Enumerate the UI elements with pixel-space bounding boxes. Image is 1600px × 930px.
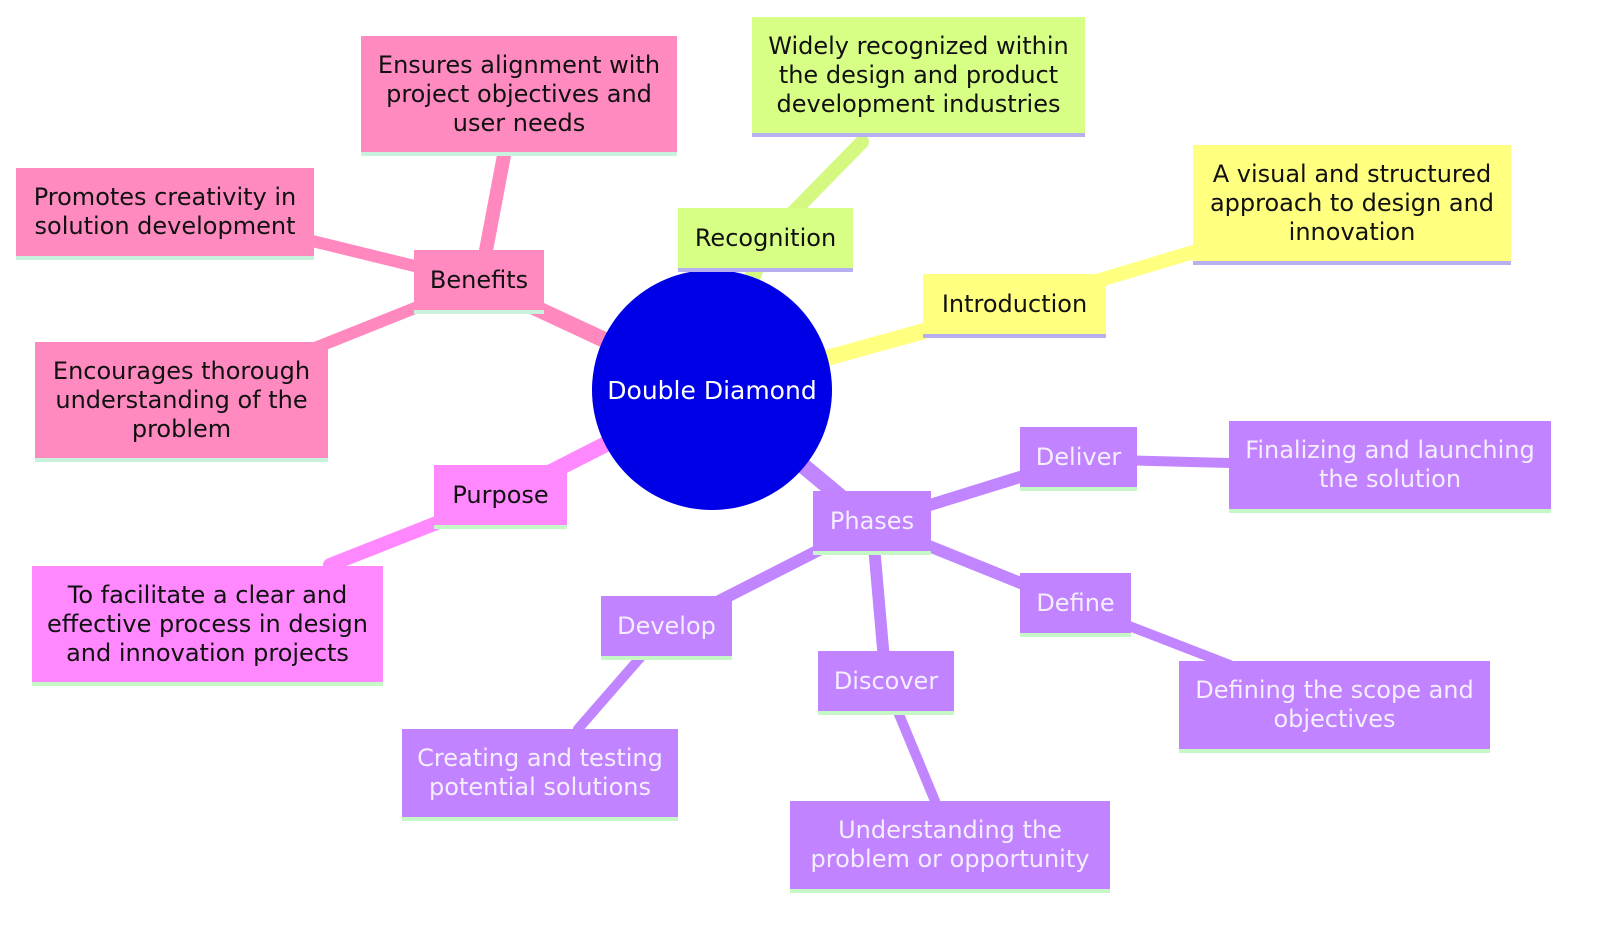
root-node-double-diamond[interactable]: Double Diamond	[592, 270, 832, 510]
phase-detail-discover[interactable]: Understanding the problem or opportunity	[790, 801, 1110, 893]
leaf-node-benefits-understanding[interactable]: Encourages thorough understanding of the…	[35, 342, 328, 462]
phase-node-discover[interactable]: Discover	[818, 651, 954, 715]
leaf-node-benefits-creativity[interactable]: Promotes creativity in solution developm…	[16, 168, 314, 260]
branch-node-introduction[interactable]: Introduction	[923, 274, 1106, 338]
leaf-node-purpose-process[interactable]: To facilitate a clear and effective proc…	[32, 566, 383, 686]
branch-node-recognition[interactable]: Recognition	[678, 208, 853, 272]
phase-node-deliver[interactable]: Deliver	[1020, 427, 1137, 491]
phase-node-define[interactable]: Define	[1020, 573, 1131, 637]
phase-node-develop[interactable]: Develop	[601, 596, 732, 660]
phase-detail-develop[interactable]: Creating and testing potential solutions	[402, 729, 678, 821]
branch-node-phases[interactable]: Phases	[813, 491, 931, 555]
phase-detail-define[interactable]: Defining the scope and objectives	[1179, 661, 1490, 753]
branch-node-purpose[interactable]: Purpose	[434, 465, 567, 529]
phase-detail-deliver[interactable]: Finalizing and launching the solution	[1229, 421, 1551, 513]
leaf-node-benefits-alignment[interactable]: Ensures alignment with project objective…	[361, 36, 677, 156]
leaf-node-recognition-industries[interactable]: Widely recognized within the design and …	[752, 17, 1085, 137]
leaf-node-introduction-approach[interactable]: A visual and structured approach to desi…	[1193, 145, 1511, 265]
branch-node-benefits[interactable]: Benefits	[414, 250, 544, 314]
